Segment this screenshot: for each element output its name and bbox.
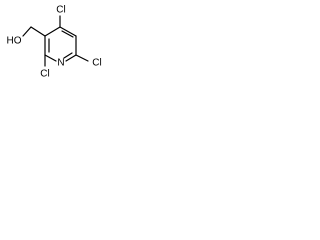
hydroxyl-label: HO [7,36,22,47]
bond-c4-c5-double [61,30,74,38]
chlorine-right-label: Cl [92,58,101,69]
chlorine-bottom-label: Cl [40,69,49,80]
bond-c4-c5 [59,26,77,37]
bond-c6-n-double [63,52,73,59]
bond-c2-n [44,54,57,62]
chlorine-top-label: Cl [56,5,65,16]
nitrogen-label: N [57,58,64,69]
bond-c4-c3 [44,26,61,37]
bond-c3-ch2 [30,26,46,37]
bond-c6-n [65,54,77,62]
molecule-structure: Cl Cl Cl N HO [7,5,102,80]
bond-c6-cl [75,54,89,62]
bond-ch2-oh [22,26,32,37]
